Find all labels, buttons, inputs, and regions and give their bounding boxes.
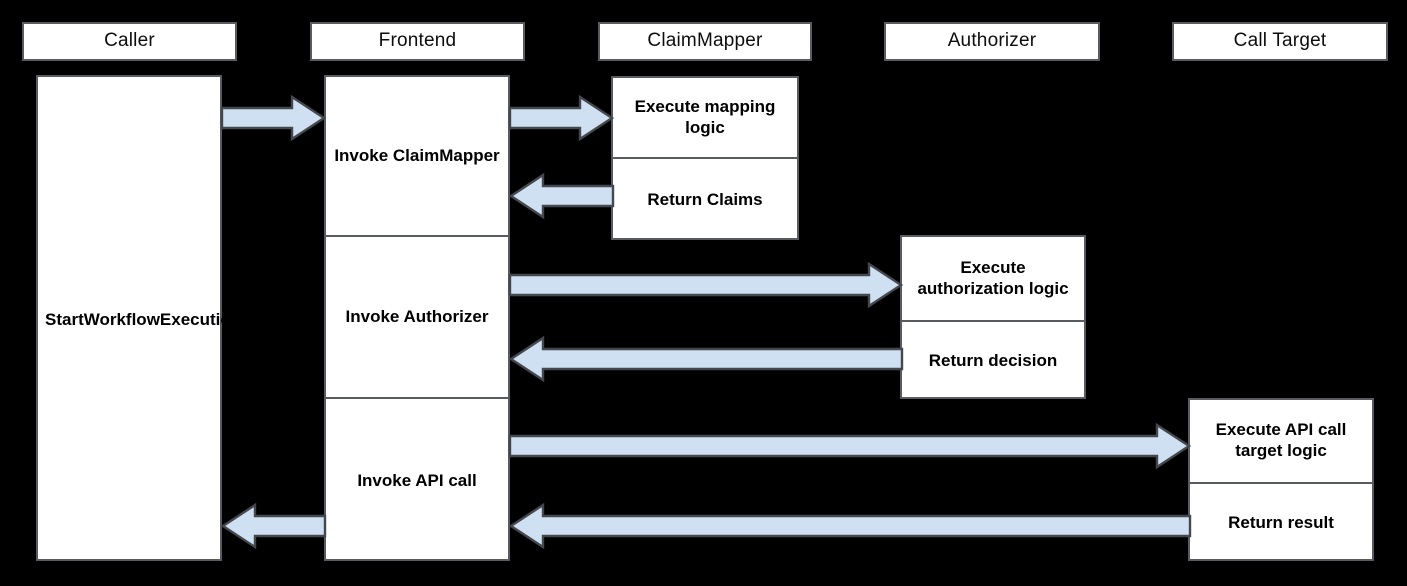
lane-header-claimmapper-label: ClaimMapper (647, 30, 763, 52)
activation-claimmapper-segment-0: Execute mapping logic (613, 78, 797, 157)
message-arrow-caller-to-frontend (220, 94, 327, 142)
lane-header-frontend: Frontend (310, 22, 525, 61)
activation-authorizer-segment-0: Execute authorization logic (902, 237, 1084, 320)
activation-authorizer-segment-1: Return decision (902, 320, 1084, 401)
activation-authorizer: Execute authorization logic Return decis… (900, 235, 1086, 399)
lane-header-authorizer: Authorizer (884, 22, 1100, 61)
activation-caller-segment-0: StartWorkflowExecution() (38, 77, 253, 563)
lane-header-authorizer-label: Authorizer (947, 30, 1037, 52)
activation-calltarget-segment-1: Return result (1190, 482, 1372, 563)
activation-calltarget: Execute API call target logic Return res… (1188, 398, 1374, 561)
activation-calltarget-segment-0: Execute API call target logic (1190, 400, 1372, 482)
message-arrow-authorizer-to-frontend (508, 335, 904, 383)
message-arrow-claimmapper-to-frontend (508, 172, 615, 220)
message-arrow-frontend-to-authorizer (508, 261, 904, 309)
lane-header-caller-label: Caller (104, 30, 155, 52)
lane-header-caller: Caller (22, 22, 237, 61)
activation-frontend-segment-1-label: Invoke Authorizer (345, 306, 489, 326)
activation-claimmapper-segment-0-label: Execute mapping logic (634, 96, 776, 137)
activation-authorizer-segment-0-label: Execute authorization logic (917, 257, 1069, 298)
activation-claimmapper-segment-1-label: Return Claims (647, 190, 763, 210)
lane-header-claimmapper: ClaimMapper (598, 22, 812, 61)
activation-calltarget-segment-1-label: Return result (1228, 513, 1334, 533)
lane-header-calltarget: Call Target (1172, 22, 1388, 61)
message-arrow-calltarget-to-frontend (508, 502, 1192, 550)
message-arrow-frontend-to-caller (220, 502, 327, 550)
activation-frontend-segment-1: Invoke Authorizer (326, 235, 508, 397)
activation-frontend-segment-0-label: Invoke ClaimMapper (334, 145, 500, 165)
activation-caller: StartWorkflowExecution() (36, 75, 253, 563)
lane-header-calltarget-label: Call Target (1233, 30, 1327, 52)
activation-frontend-segment-2-label: Invoke API call (357, 470, 477, 490)
activation-frontend: Invoke ClaimMapper Invoke Authorizer Inv… (324, 75, 510, 561)
lane-header-frontend-label: Frontend (378, 30, 457, 52)
activation-caller-segment-0-label: StartWorkflowExecution() (45, 309, 253, 329)
activation-claimmapper: Execute mapping logic Return Claims (611, 76, 799, 240)
message-arrow-frontend-to-calltarget (508, 422, 1192, 470)
activation-authorizer-segment-1-label: Return decision (928, 351, 1058, 371)
activation-claimmapper-segment-1: Return Claims (613, 157, 797, 242)
activation-calltarget-segment-0-label: Execute API call target logic (1215, 420, 1347, 460)
activation-frontend-segment-2: Invoke API call (326, 397, 508, 563)
activation-frontend-segment-0: Invoke ClaimMapper (326, 77, 508, 235)
message-arrow-frontend-to-claimmapper (508, 94, 615, 142)
